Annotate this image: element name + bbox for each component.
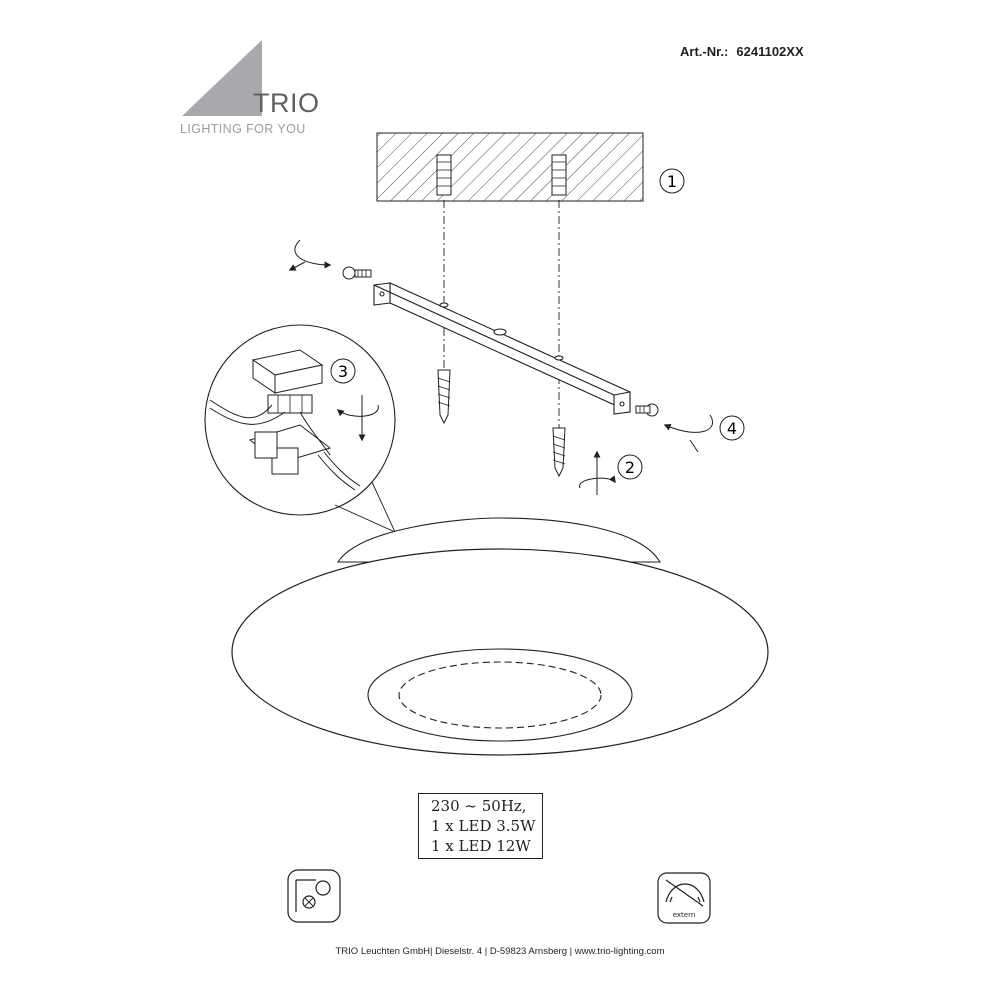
wood-screw-right [552,427,566,478]
wood-screw-left [437,369,451,425]
step-1-label: 1 [667,172,677,191]
article-number-value: 6241102XX [736,44,804,59]
logo-tagline: LIGHTING FOR YOU [180,122,306,136]
step-4-marker: 4 [719,415,745,441]
bracket-screw-left [342,266,372,280]
bracket-screw-right [635,403,659,417]
wall-plug-left [436,154,452,196]
footer-separator-1: | [484,946,488,957]
mounting-bracket [373,282,631,415]
wiring-detail-circle: 3 [204,324,396,533]
ceiling-lamp [231,517,769,756]
footer-separator-2: | [569,946,573,957]
trio-logo-triangle-icon [182,40,262,116]
footer-company: TRIO Leuchten GmbH| [335,946,433,957]
step-3-label: 3 [338,362,348,381]
footer-web: www.trio-lighting.com [574,946,665,957]
step-4-label: 4 [727,419,737,438]
article-number: Art.-Nr.: 6241102XX [680,44,804,59]
spec-box: 230 ~ 50Hz, 1 x LED 3.5W 1 x LED 12W [418,793,543,859]
ceiling-mount-symbol-icon [287,869,341,923]
step-3-marker: 3 [330,358,356,384]
spec-line-led-1: 1 x LED 3.5W [431,817,536,835]
external-driver-symbol-icon: extern [657,872,711,924]
step-2-label: 2 [625,458,635,477]
step-2-marker: 2 [617,454,643,480]
ceiling-section [376,132,644,202]
footer-city: D-59823 Arnsberg [489,946,567,957]
external-driver-label: extern [673,911,696,919]
article-number-label: Art.-Nr.: [680,44,729,59]
spec-line-led-2: 1 x LED 12W [431,837,531,855]
footer-street: Dieselstr. 4 [435,946,483,957]
logo-wordmark: TRIO [253,88,320,118]
footer: TRIO Leuchten GmbH| Dieselstr. 4 | D-598… [0,946,1000,957]
step-1-marker: 1 [659,168,685,194]
spec-line-voltage: 230 ~ 50Hz, [431,797,527,815]
wall-plug-right [551,154,567,196]
